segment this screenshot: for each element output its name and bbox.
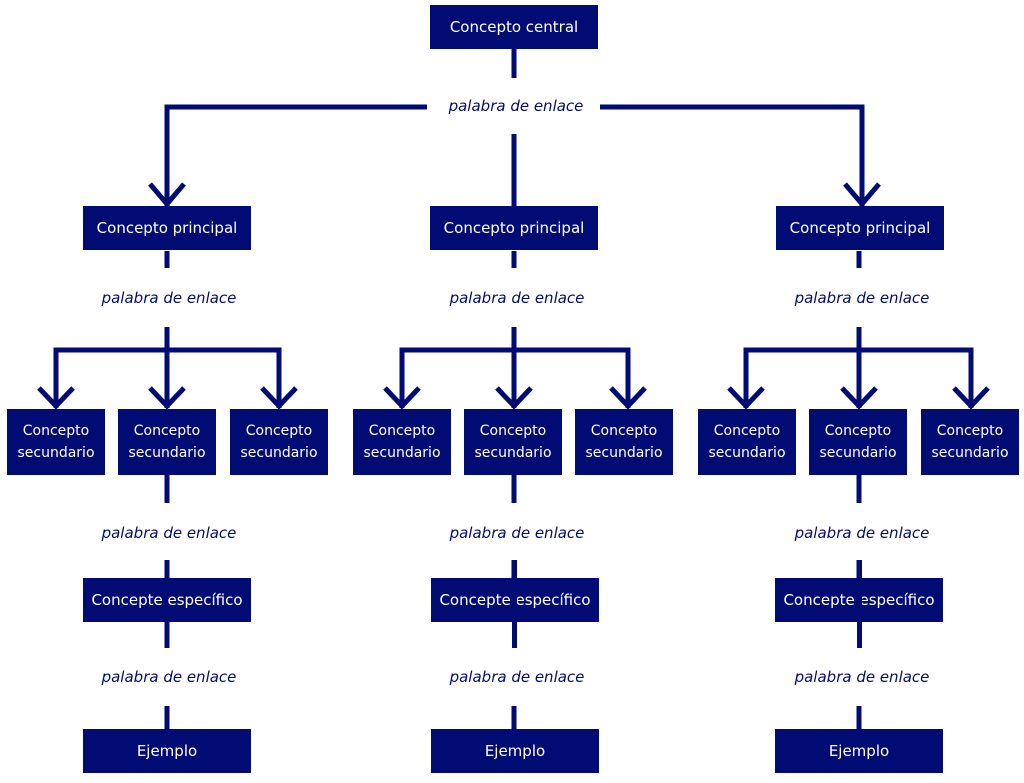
secondary-concept-label: Concepto secundario bbox=[708, 423, 786, 461]
link-word: palabra de enlace bbox=[780, 668, 944, 686]
secondary-concept-node: Concepto secundario bbox=[353, 409, 451, 475]
secondary-concept-label: Concepto secundario bbox=[819, 423, 897, 461]
central-concept-node: Concepto central bbox=[430, 5, 598, 49]
example-label: Ejemplo bbox=[484, 742, 546, 760]
secondary-concept-node: Concepto secundario bbox=[921, 409, 1019, 475]
principal-concept-label: Concepto principal bbox=[96, 219, 238, 237]
secondary-concept-label: Concepto secundario bbox=[17, 423, 95, 461]
link-word: palabra de enlace bbox=[87, 524, 251, 542]
example-node: Ejemplo bbox=[775, 729, 943, 773]
principal-concept-node: Concepto principal bbox=[83, 206, 251, 250]
central-concept-label: Concepto central bbox=[449, 18, 579, 36]
link-word: palabra de enlace bbox=[435, 289, 599, 307]
link-word: palabra de enlace bbox=[435, 668, 599, 686]
example-node: Ejemplo bbox=[431, 729, 599, 773]
secondary-concept-node: Concepto secundario bbox=[230, 409, 328, 475]
secondary-concept-label: Concepto secundario bbox=[240, 423, 318, 461]
secondary-concept-node: Concepto secundario bbox=[809, 409, 907, 475]
principal-concept-label: Concepto principal bbox=[443, 219, 585, 237]
secondary-concept-label: Concepto secundario bbox=[931, 423, 1009, 461]
link-word-top: palabra de enlace bbox=[434, 97, 598, 115]
overlap-connector bbox=[857, 560, 862, 648]
secondary-concept-label: Concepto secundario bbox=[585, 423, 663, 461]
link-word: palabra de enlace bbox=[87, 289, 251, 307]
specific-concept-node: Concepte específico bbox=[83, 578, 251, 622]
secondary-concept-label: Concepto secundario bbox=[474, 423, 552, 461]
secondary-concept-node: Concepto secundario bbox=[118, 409, 216, 475]
secondary-concept-node: Concepto secundario bbox=[464, 409, 562, 475]
principal-concept-label: Concepto principal bbox=[789, 219, 931, 237]
link-word: palabra de enlace bbox=[435, 524, 599, 542]
secondary-concept-label: Concepto secundario bbox=[128, 423, 206, 461]
specific-concept-label: Concepte específico bbox=[91, 591, 243, 609]
example-label: Ejemplo bbox=[828, 742, 890, 760]
example-label: Ejemplo bbox=[136, 742, 198, 760]
link-word: palabra de enlace bbox=[780, 524, 944, 542]
link-word: palabra de enlace bbox=[780, 289, 944, 307]
secondary-concept-node: Concepto secundario bbox=[698, 409, 796, 475]
secondary-concept-node: Concepto secundario bbox=[575, 409, 673, 475]
secondary-concept-label: Concepto secundario bbox=[363, 423, 441, 461]
link-word: palabra de enlace bbox=[87, 668, 251, 686]
principal-concept-node: Concepto principal bbox=[776, 206, 944, 250]
principal-concept-node: Concepto principal bbox=[430, 206, 598, 250]
overlap-connector bbox=[512, 560, 517, 648]
secondary-concept-node: Concepto secundario bbox=[7, 409, 105, 475]
example-node: Ejemplo bbox=[83, 729, 251, 773]
